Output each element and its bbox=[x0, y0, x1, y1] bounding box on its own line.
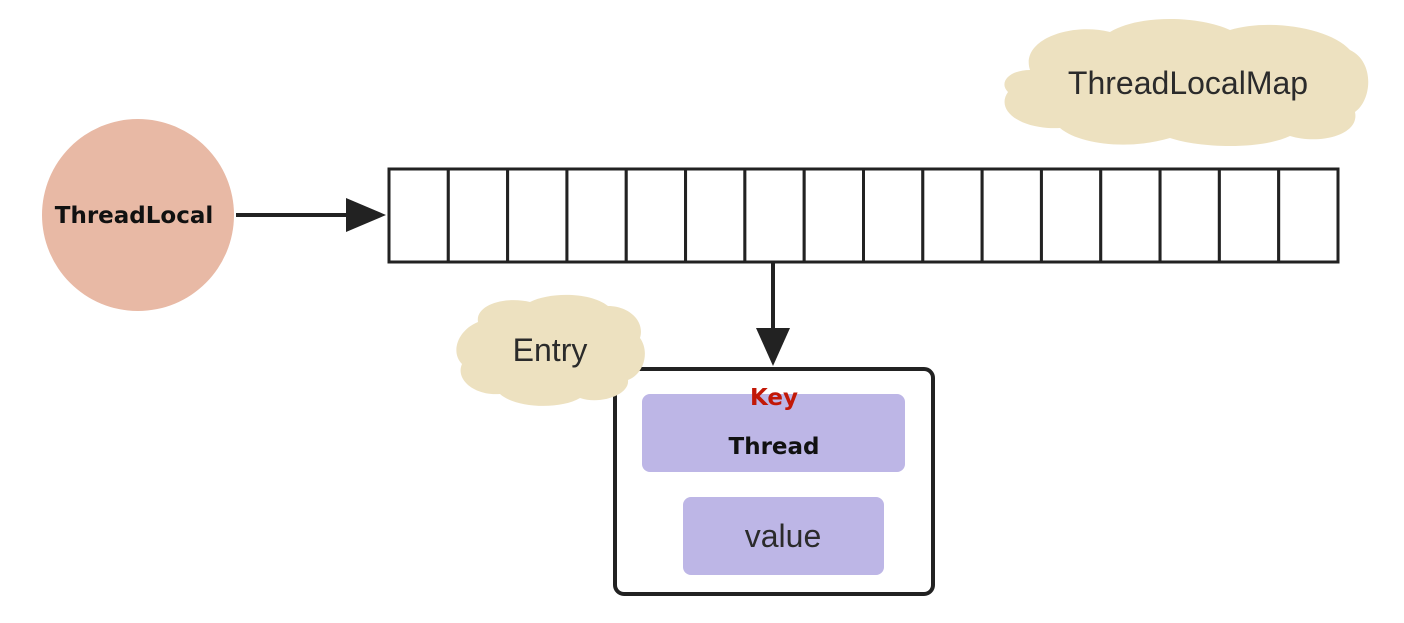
map-slot bbox=[684, 167, 747, 264]
threadlocal-to-map-arrow bbox=[236, 198, 386, 232]
threadlocalmap-array bbox=[387, 167, 1340, 264]
map-slot bbox=[743, 167, 806, 264]
map-slot bbox=[862, 167, 925, 264]
map-slot bbox=[506, 167, 569, 264]
key-label: Key bbox=[750, 385, 798, 411]
map-slot bbox=[921, 167, 984, 264]
key-type-label: Thread bbox=[729, 434, 820, 460]
entry-box: Key Thread value bbox=[613, 367, 935, 596]
map-slot bbox=[1039, 167, 1103, 264]
threadlocal-label: ThreadLocal bbox=[55, 203, 213, 229]
value-field bbox=[683, 497, 884, 575]
map-slot bbox=[565, 167, 628, 264]
threadlocalmap-cloud: ThreadLocalMap bbox=[1004, 19, 1369, 146]
map-slot bbox=[1158, 167, 1221, 264]
map-slot bbox=[1277, 167, 1340, 264]
value-label: value bbox=[745, 518, 822, 554]
entry-label: Entry bbox=[513, 332, 588, 368]
map-slot bbox=[446, 167, 510, 264]
map-slot bbox=[980, 167, 1043, 264]
map-slot bbox=[802, 167, 865, 264]
map-to-entry-arrow bbox=[756, 262, 790, 366]
map-slot bbox=[1217, 167, 1281, 264]
threadlocalmap-label: ThreadLocalMap bbox=[1068, 65, 1308, 101]
threadlocal-circle bbox=[42, 119, 234, 311]
map-slot bbox=[1099, 167, 1162, 264]
map-slot bbox=[624, 167, 688, 264]
key-field bbox=[642, 394, 905, 472]
map-slot bbox=[387, 167, 450, 264]
threadlocal-node: ThreadLocal bbox=[42, 119, 234, 311]
entry-cloud: Entry bbox=[456, 294, 645, 406]
